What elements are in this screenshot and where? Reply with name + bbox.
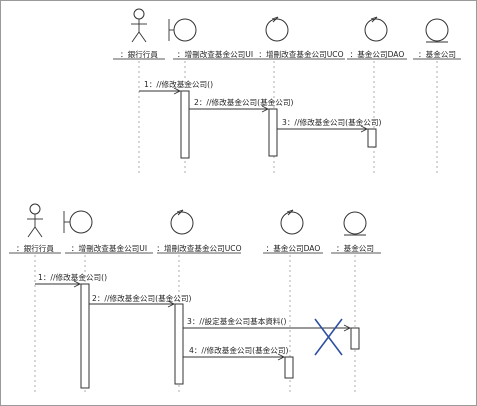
control-icon <box>265 16 289 42</box>
message-label: 4：//修改基金公司(基金公司) <box>189 345 288 355</box>
sequence-diagram-2: ：銀行行員 ：增刪改查基金公司UI ：增刪改查基金公司UCO ：基金公司DAO <box>9 203 381 393</box>
delete-mark-icon <box>314 318 343 356</box>
participant-label: ：基金公司DAO <box>350 49 405 59</box>
control-icon <box>280 209 304 235</box>
entity-icon <box>425 18 449 43</box>
message-label: 1：//修改基金公司() <box>144 79 213 89</box>
participant-label: ：銀行行員 <box>120 49 158 59</box>
participant-label: ：增刪改查基金公司UI <box>71 243 147 253</box>
message-label: 2：//修改基金公司(基金公司) <box>194 97 293 107</box>
participant-label: ：增刪改查基金公司UCO <box>156 243 241 253</box>
boundary-icon <box>63 210 93 234</box>
activation-bar <box>284 356 294 379</box>
activation-bar <box>174 303 184 385</box>
participant-label: ：銀行行員 <box>16 243 54 253</box>
activation-bar <box>350 327 360 350</box>
control-icon <box>170 209 194 235</box>
control-icon <box>364 16 388 42</box>
participant-label: ：增刪改查基金公司UI <box>177 49 253 59</box>
boundary-icon <box>168 18 197 42</box>
message-label: 2：//修改基金公司(基金公司) <box>92 293 191 303</box>
activation-bar <box>180 90 190 159</box>
participant-label: ：增刪改查基金公司UCO <box>258 49 343 59</box>
entity-icon <box>343 211 367 236</box>
participant-label: ：基金公司 <box>418 49 456 59</box>
actor-icon <box>27 203 43 238</box>
message-label: 3：//設定基金公司基本資料() <box>187 316 286 326</box>
activation-bar <box>268 108 278 157</box>
participant-label: ：基金公司 <box>336 243 374 253</box>
sequence-diagram-1: ：銀行行員 ：增刪改查基金公司UI ：增刪改查基金公司UCO ：基金公司DAO <box>113 8 461 173</box>
activation-bar <box>80 283 90 389</box>
message-label: 1：//修改基金公司() <box>38 272 107 282</box>
participant-label: ：基金公司DAO <box>266 243 321 253</box>
activation-bar <box>367 128 377 148</box>
actor-icon <box>131 8 147 43</box>
message-label: 3：//修改基金公司(基金公司) <box>282 117 381 127</box>
